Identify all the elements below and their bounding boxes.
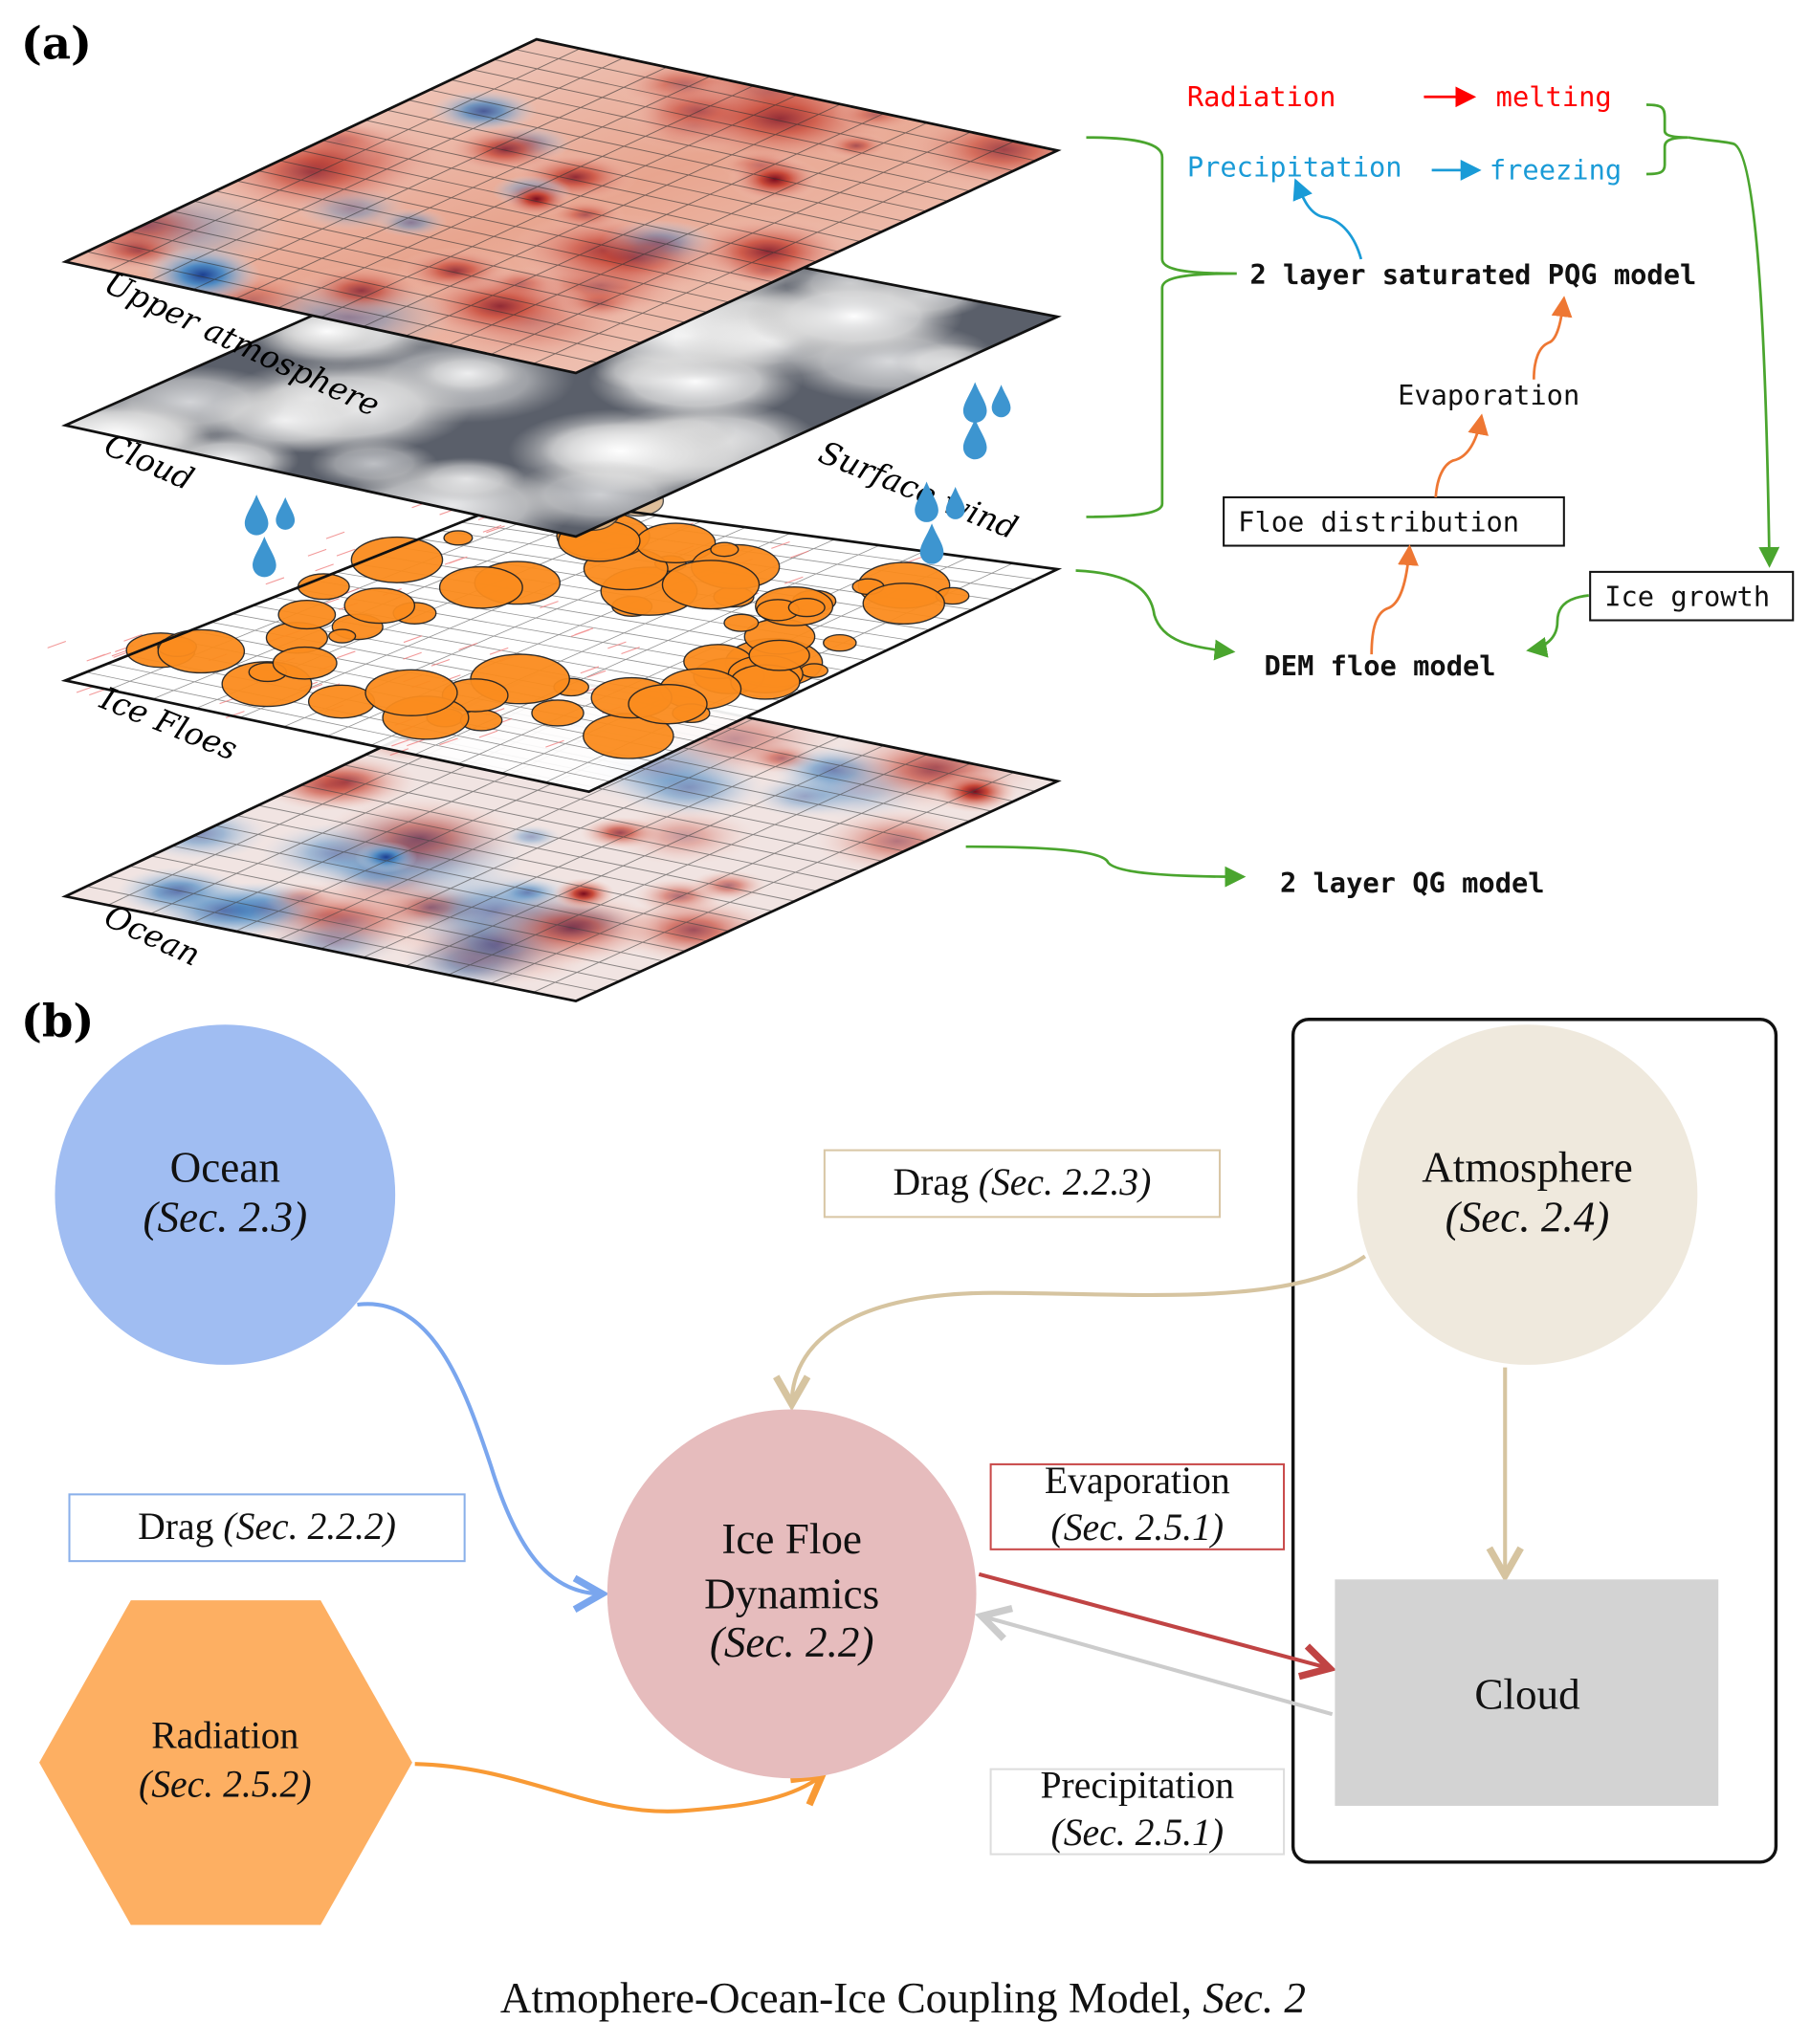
radiation-section: (Sec. 2.5.2)	[139, 1763, 312, 1805]
radiation-node: Radiation (Sec. 2.5.2)	[39, 1600, 412, 1925]
ice-floe	[748, 639, 810, 671]
upper-atmosphere-layer: Upper atmosphere	[61, 37, 1062, 424]
surface-wind-label: Surface wind	[814, 434, 1023, 547]
evaporation-section: (Sec. 2.5.1)	[1051, 1506, 1225, 1549]
ice-floe	[307, 684, 376, 719]
pqg-model-text: 2 layer saturated PQG model	[1249, 258, 1696, 291]
edge-ice-cloud-evaporation	[978, 1571, 1337, 1681]
atmosphere-title: Atmosphere	[1422, 1143, 1633, 1191]
cloud-title: Cloud	[1474, 1671, 1580, 1719]
ocean-layer: Ocean	[61, 672, 1062, 1003]
ice-floe	[343, 587, 416, 625]
ice-floe	[628, 683, 708, 725]
edge-cloud-ice-precipitation	[974, 1604, 1334, 1717]
ice-floe	[531, 699, 585, 727]
figure-caption: Atmophere-Ocean-Ice Coupling Model, Sec.…	[500, 1974, 1306, 2022]
precipitation-section: (Sec. 2.5.1)	[1051, 1812, 1225, 1854]
ice-floe-node: Ice Floe Dynamics (Sec. 2.2)	[607, 1409, 977, 1779]
ice-floe	[800, 663, 829, 678]
drag-ocean-label: Drag (Sec. 2.2.2)	[138, 1506, 396, 1548]
ice-title-line2: Dynamics	[704, 1570, 879, 1617]
freezing-text: freezing	[1490, 153, 1622, 186]
drag-atmosphere-label: Drag (Sec. 2.2.3)	[894, 1161, 1152, 1203]
ice-floe	[277, 600, 337, 630]
radiation-text: Radiation	[1187, 80, 1336, 113]
ocean-section: (Sec. 2.3)	[143, 1193, 307, 1241]
ice-floe	[438, 565, 523, 609]
floe-distribution-text: Floe distribution	[1238, 505, 1519, 538]
coupling-edges	[357, 1254, 1524, 1813]
atmosphere-section: (Sec. 2.4)	[1446, 1193, 1610, 1241]
ice-floe	[364, 669, 458, 716]
ice-floe	[723, 613, 760, 632]
dem-model-text: DEM floe model	[1265, 649, 1496, 682]
ice-growth-text: Ice growth	[1604, 580, 1770, 612]
atmosphere-container	[1291, 1018, 1778, 1864]
radiation-title: Radiation	[151, 1715, 298, 1757]
ice-floe	[272, 646, 338, 680]
ice-section: (Sec. 2.2)	[710, 1618, 874, 1666]
rain-drops-icon	[244, 382, 1011, 578]
process-flow: Radiation melting Precipitation freezing…	[965, 80, 1795, 899]
panel-b-label: (b)	[21, 995, 95, 1047]
evaporation-text: Evaporation	[1398, 379, 1579, 411]
ice-floe-layer: Ice Floes	[47, 463, 1063, 794]
ice-floe	[787, 598, 826, 618]
melting-text: melting	[1496, 80, 1612, 113]
precipitation-label: Precipitation	[1041, 1765, 1235, 1807]
ice-floe	[661, 560, 761, 610]
ice-floe	[710, 541, 739, 558]
atmosphere-node: Atmosphere (Sec. 2.4)	[1357, 1024, 1698, 1365]
precipitation-text: Precipitation	[1187, 151, 1402, 184]
edge-radiation-ice	[414, 1762, 828, 1813]
ice-growth-box	[1589, 570, 1795, 622]
ice-floe	[350, 536, 444, 583]
ice-floe	[157, 628, 246, 674]
floe-distribution-box	[1223, 495, 1565, 547]
edge-ocean-ice	[357, 1302, 609, 1613]
edge-atmosphere-ice	[773, 1254, 1367, 1412]
ice-floe	[823, 633, 857, 652]
ice-floe	[443, 530, 474, 546]
panel-a-label: (a)	[21, 17, 92, 70]
qg-model-text: 2 layer QG model	[1280, 867, 1545, 899]
evaporation-label: Evaporation	[1045, 1460, 1230, 1502]
ice-floe	[862, 582, 945, 626]
ocean-title: Ocean	[170, 1143, 280, 1191]
edge-labels: Drag (Sec. 2.2.3) Drag (Sec. 2.2.2) Evap…	[68, 1149, 1286, 1856]
ice-title-line1: Ice Floe	[721, 1515, 862, 1563]
ice-floe	[328, 628, 357, 644]
ocean-node: Ocean (Sec. 2.3)	[55, 1024, 396, 1365]
flow-connectors	[965, 103, 1780, 888]
cloud-node: Cloud	[1335, 1579, 1719, 1806]
